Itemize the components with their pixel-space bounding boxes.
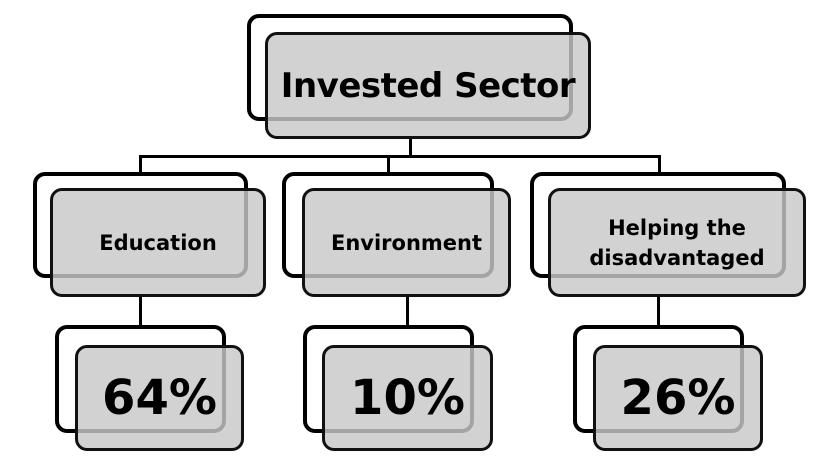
helping-node: Helping the disadvantaged [548, 188, 806, 297]
environment-node: Environment [302, 188, 511, 297]
education-node: Education [50, 188, 266, 297]
connector-root-down [409, 136, 412, 157]
connector-environment-share [406, 294, 409, 328]
connector-education [139, 155, 142, 175]
connector-education-share [139, 294, 142, 328]
education-share: 64% [102, 370, 217, 426]
connector-environment [387, 155, 390, 175]
environment-label: Environment [330, 230, 483, 255]
environment-share: 10% [350, 370, 465, 426]
connector-helping [658, 155, 661, 175]
education-share-node: 64% [75, 345, 244, 451]
root-label: Invested Sector [280, 65, 576, 106]
education-label: Education [99, 230, 217, 255]
helping-share: 26% [620, 370, 736, 426]
connector-helping-share [657, 294, 660, 328]
helping-share-node: 26% [593, 345, 763, 451]
root-node: Invested Sector [265, 32, 591, 139]
environment-share-node: 10% [322, 345, 493, 451]
helping-label: Helping the disadvantaged [589, 215, 765, 270]
connector-horizontal [139, 155, 661, 158]
